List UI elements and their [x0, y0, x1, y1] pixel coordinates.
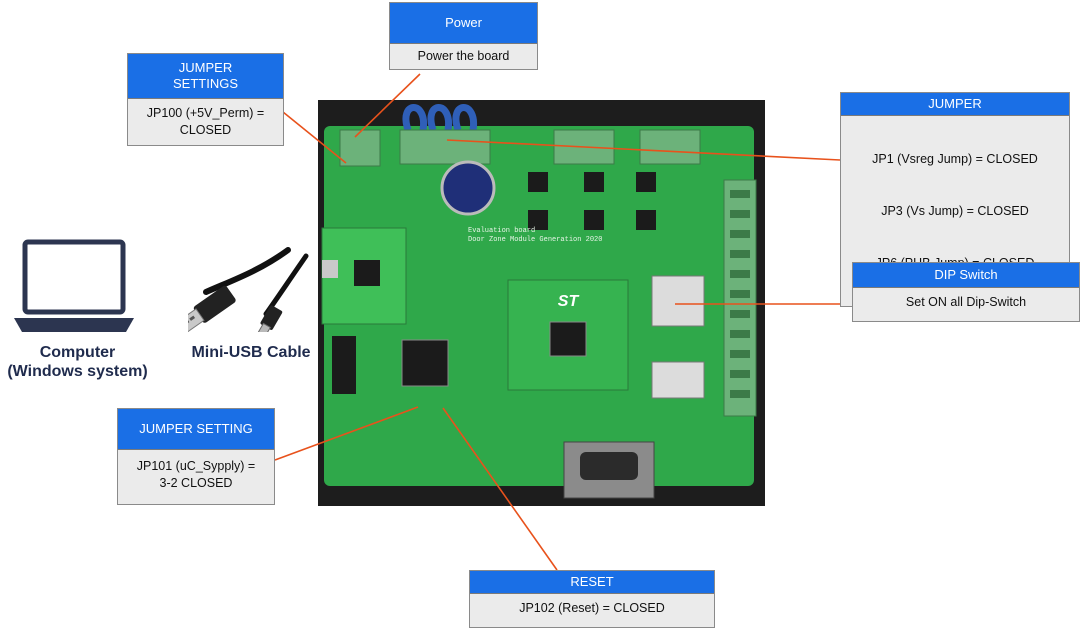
- board-subtitle-text: Door Zone Module Generation 2020: [468, 236, 602, 244]
- callout-jumper-right-title: JUMPER: [841, 93, 1069, 116]
- callout-jumper-settings-top: JUMPER SETTINGS JP100 (+5V_Perm) = CLOSE…: [127, 53, 284, 146]
- callout-jumper-settings-top-title: JUMPER SETTINGS: [128, 54, 283, 99]
- callout-reset: RESET JP102 (Reset) = CLOSED: [469, 570, 715, 628]
- callout-jumper-settings-top-text: JP100 (+5V_Perm) = CLOSED: [146, 106, 265, 137]
- callout-power: Power Power the board: [389, 2, 538, 70]
- callout-dip-switch: DIP Switch Set ON all Dip-Switch: [852, 262, 1080, 322]
- callout-jumper-setting-bottom-text: JP101 (uC_Sypply) = 3-2 CLOSED: [136, 459, 256, 490]
- evaluation-board-photo: ST Evaluation board Door Zone Module Gen…: [318, 100, 765, 506]
- callout-power-text: Power the board: [417, 49, 510, 63]
- usb-cable-icon: [188, 247, 309, 332]
- callout-reset-title: RESET: [470, 571, 714, 594]
- callout-dip-switch-title: DIP Switch: [853, 263, 1079, 288]
- st-logo: ST: [558, 293, 580, 310]
- cable-label: Mini-USB Cable: [191, 344, 311, 361]
- board-title-text: Evaluation board: [468, 227, 535, 235]
- callout-jumper-setting-bottom: JUMPER SETTING JP101 (uC_Sypply) = 3-2 C…: [117, 408, 275, 505]
- jumper-jp1-line: JP1 (Vsreg Jump) = CLOSED: [872, 152, 1038, 166]
- laptop-icon: [14, 239, 134, 332]
- computer-label: Computer (Windows system): [7, 344, 148, 380]
- callout-dip-switch-text: Set ON all Dip-Switch: [905, 295, 1027, 309]
- callout-power-title: Power: [390, 3, 537, 44]
- callout-reset-text: JP102 (Reset) = CLOSED: [519, 601, 665, 615]
- jumper-jp3-line: JP3 (Vs Jump) = CLOSED: [881, 204, 1029, 218]
- callout-jumper-setting-bottom-title: JUMPER SETTING: [118, 409, 274, 450]
